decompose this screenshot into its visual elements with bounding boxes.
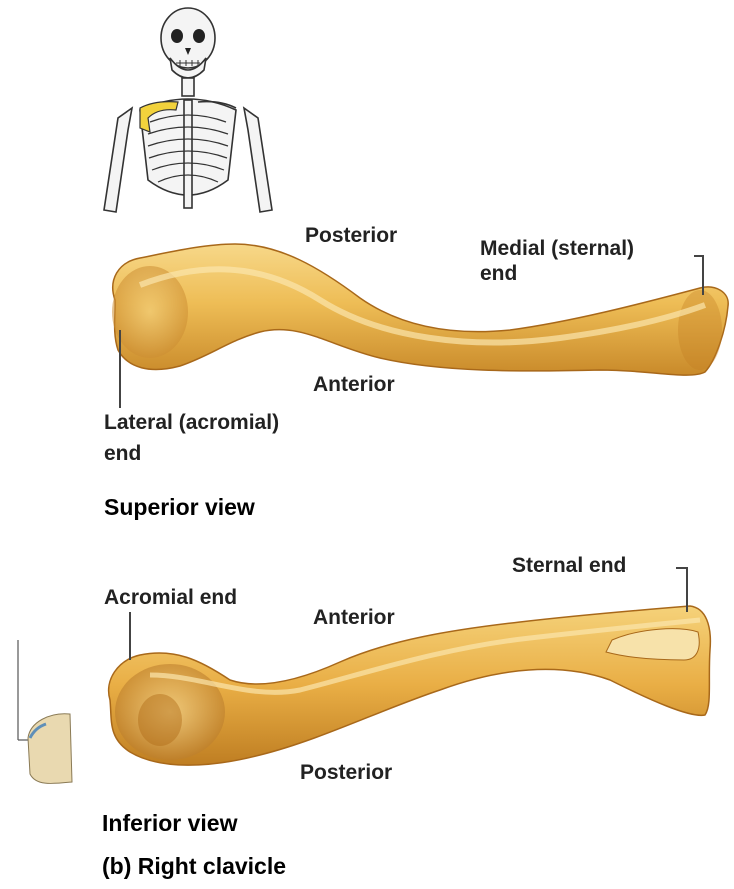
label-lateral-acromial-end: Lateral (acromial) end [104, 410, 279, 466]
label-sternal-end: Sternal end [512, 553, 626, 578]
label-medial-line2: end [480, 261, 634, 286]
label-acromial-end: Acromial end [104, 585, 237, 610]
figure-caption: (b) Right clavicle [102, 853, 286, 880]
label-superior-anterior: Anterior [313, 372, 395, 397]
label-lateral-line1: Lateral (acromial) [104, 410, 279, 435]
caption-inferior-view: Inferior view [102, 810, 237, 837]
label-lateral-line2: end [104, 441, 279, 466]
scapula-fragment [18, 640, 72, 784]
label-medial-line1: Medial (sternal) [480, 236, 634, 261]
label-inferior-anterior: Anterior [313, 605, 395, 630]
label-medial-sternal-end: Medial (sternal) end [480, 236, 634, 286]
label-superior-posterior: Posterior [305, 223, 397, 248]
label-inferior-posterior: Posterior [300, 760, 392, 785]
caption-superior-view: Superior view [104, 494, 255, 521]
